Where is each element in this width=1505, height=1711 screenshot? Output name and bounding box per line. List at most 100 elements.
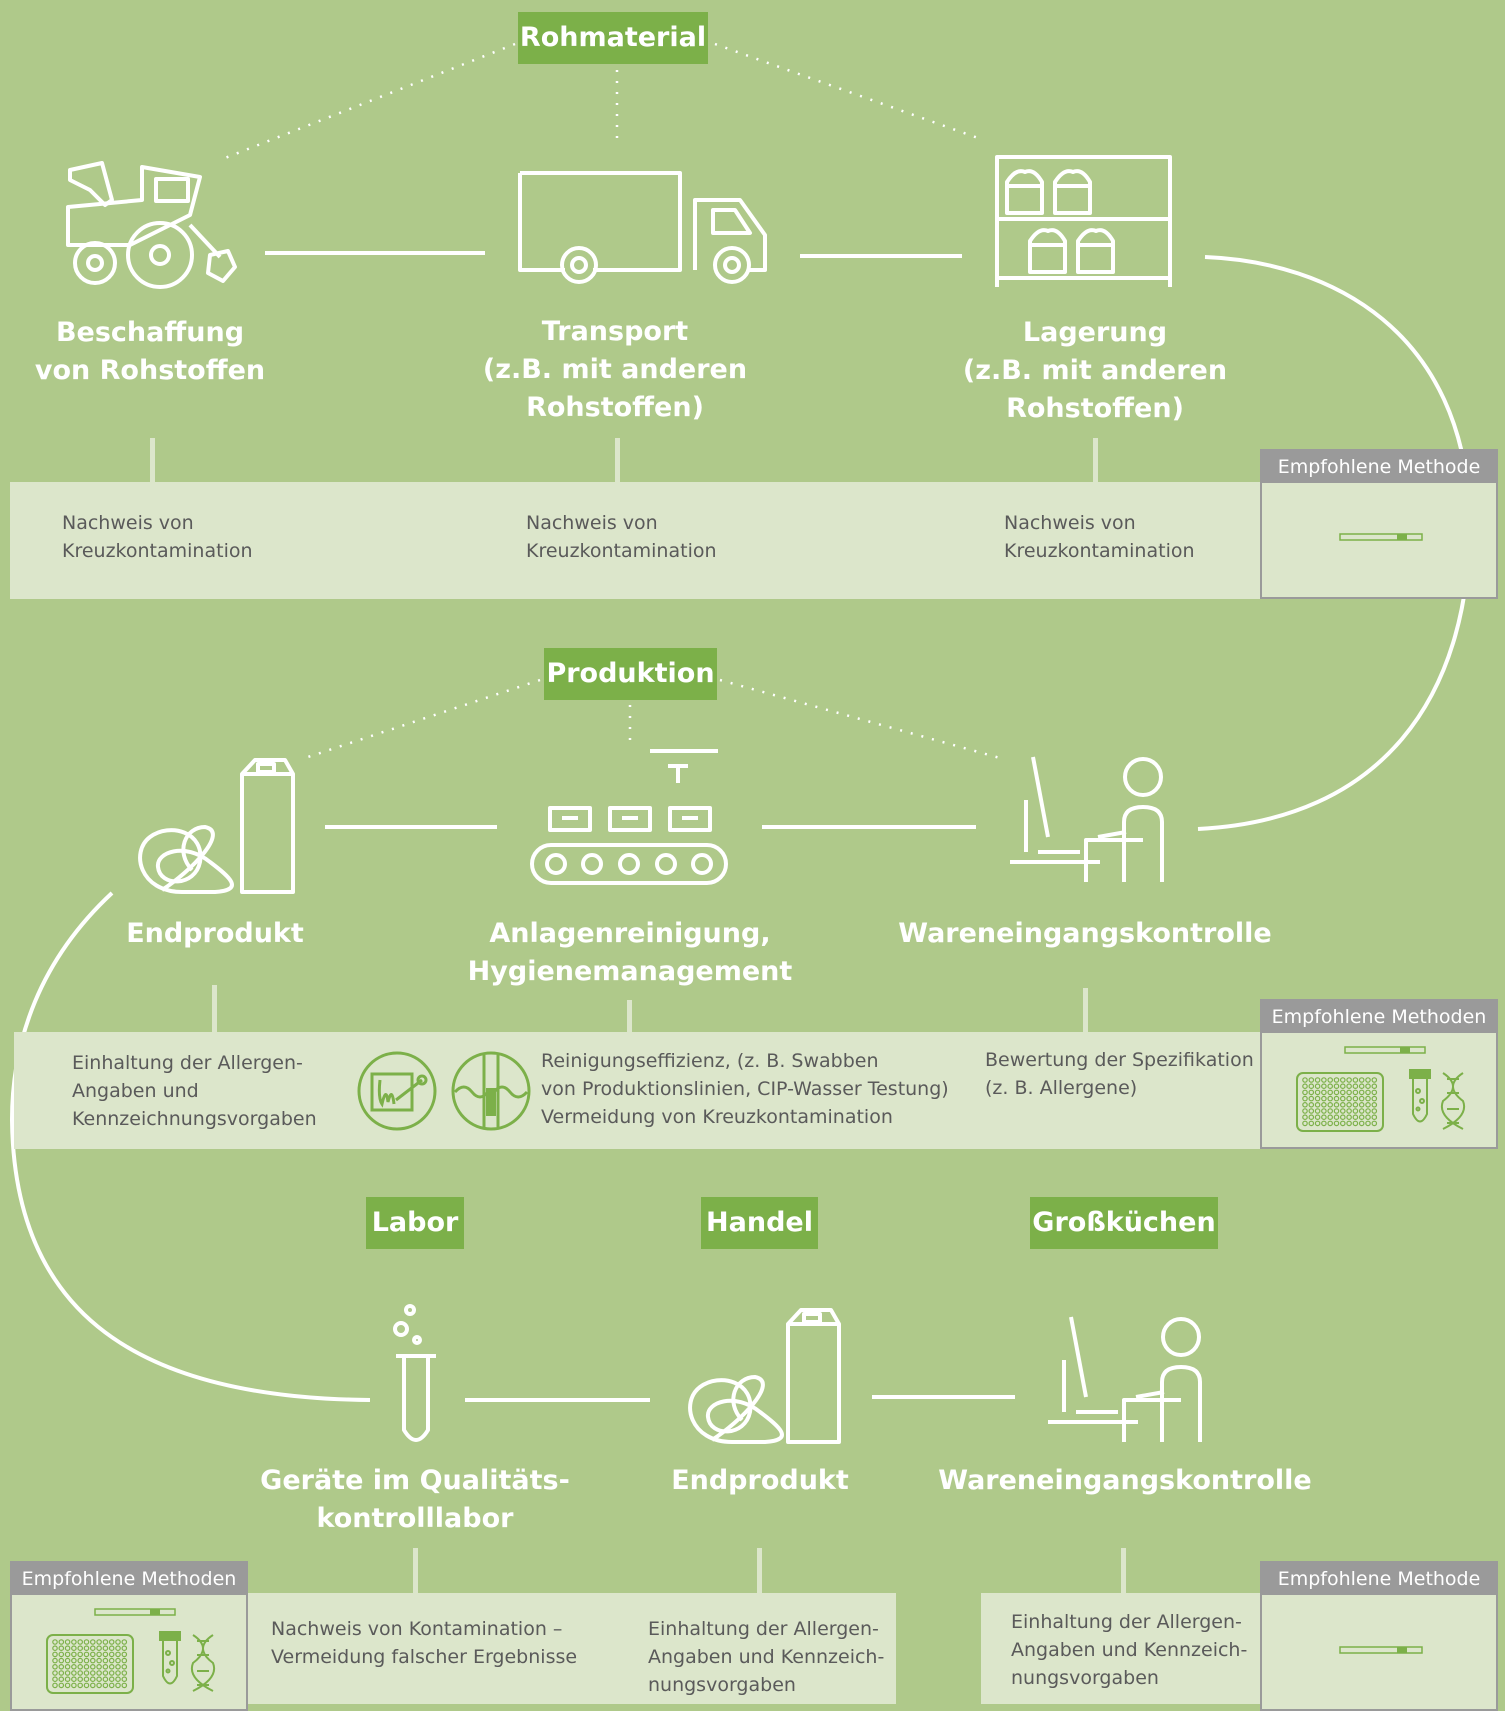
plate-well bbox=[96, 1651, 102, 1658]
plate-well bbox=[89, 1639, 96, 1645]
plate-well bbox=[71, 1651, 77, 1658]
plate-well bbox=[64, 1651, 71, 1658]
plate-well bbox=[52, 1651, 58, 1658]
plate-well bbox=[1358, 1089, 1365, 1096]
plate-well bbox=[1358, 1114, 1365, 1121]
plate-well bbox=[1352, 1077, 1359, 1083]
plate-well bbox=[1308, 1089, 1315, 1096]
test-tube-icon bbox=[159, 1631, 181, 1685]
plate-well bbox=[83, 1682, 90, 1689]
plate-well bbox=[1308, 1108, 1315, 1114]
plate-well bbox=[1314, 1083, 1321, 1090]
plate-well bbox=[115, 1663, 121, 1670]
plate-well bbox=[89, 1682, 96, 1689]
connector-line bbox=[757, 1548, 762, 1593]
plate-well bbox=[83, 1663, 90, 1670]
plate-well bbox=[1339, 1089, 1346, 1096]
plate-well bbox=[71, 1639, 77, 1645]
plate-well bbox=[1314, 1114, 1321, 1121]
note-transport: Nachweis von Kreuzkontamination bbox=[526, 512, 717, 562]
plate-well bbox=[1358, 1083, 1365, 1090]
plate-well bbox=[1333, 1108, 1340, 1114]
plate-well bbox=[1346, 1101, 1352, 1108]
lateral-flow-strip-icon bbox=[1339, 1646, 1423, 1654]
dotted-link bbox=[304, 678, 541, 760]
plate-well bbox=[96, 1645, 102, 1652]
method-box-row3-right: Empfohlene Methode bbox=[1260, 1561, 1498, 1711]
plate-well bbox=[121, 1663, 128, 1670]
plate-well bbox=[1346, 1108, 1352, 1114]
plate-well bbox=[1327, 1095, 1334, 1102]
stage-title-transport: Transport (z.B. mit anderen Rohstoffen) bbox=[482, 316, 748, 423]
lateral-flow-strip-icon bbox=[94, 1608, 176, 1616]
plate-well bbox=[52, 1657, 58, 1664]
swab-test-icon bbox=[357, 1051, 437, 1131]
plate-well bbox=[1365, 1083, 1371, 1090]
plate-well bbox=[1352, 1114, 1359, 1121]
plate-well bbox=[1346, 1114, 1352, 1121]
dotted-link bbox=[719, 678, 1001, 760]
plate-well bbox=[1308, 1077, 1315, 1083]
dotted-link bbox=[219, 42, 516, 162]
section-label-labor: Labor bbox=[366, 1197, 464, 1249]
plate-well bbox=[115, 1639, 121, 1645]
plate-well bbox=[1327, 1077, 1334, 1083]
plate-well bbox=[1365, 1120, 1371, 1127]
elisa-plate-icon bbox=[1296, 1072, 1384, 1132]
plate-well bbox=[71, 1676, 77, 1683]
conveyor-belt-icon bbox=[530, 749, 728, 885]
plate-well bbox=[1339, 1083, 1346, 1090]
plate-well bbox=[96, 1657, 102, 1664]
plate-well bbox=[1346, 1083, 1352, 1090]
plate-well bbox=[77, 1657, 84, 1664]
test-tube-bubbles-icon bbox=[393, 1304, 436, 1442]
plate-well bbox=[1371, 1120, 1378, 1127]
plate-well bbox=[115, 1651, 121, 1658]
plate-well bbox=[83, 1645, 90, 1652]
plate-well bbox=[58, 1670, 65, 1676]
plate-well bbox=[1365, 1114, 1371, 1121]
stage-title-beschaffung: Beschaffung von Rohstoffen bbox=[34, 317, 266, 386]
plate-well bbox=[1365, 1077, 1371, 1083]
plate-well bbox=[77, 1639, 84, 1645]
plate-well bbox=[1352, 1108, 1359, 1114]
plate-well bbox=[1302, 1114, 1308, 1121]
plate-well bbox=[1352, 1095, 1359, 1102]
plate-well bbox=[1302, 1095, 1308, 1102]
connector-line bbox=[1083, 988, 1088, 1032]
plate-well bbox=[1371, 1114, 1378, 1121]
plate-well bbox=[1371, 1101, 1378, 1108]
plate-well bbox=[108, 1639, 115, 1645]
plate-well bbox=[1358, 1077, 1365, 1083]
plate-well bbox=[58, 1682, 65, 1689]
plate-well bbox=[77, 1670, 84, 1676]
plate-well bbox=[1321, 1089, 1327, 1096]
plate-well bbox=[52, 1676, 58, 1683]
plate-well bbox=[71, 1657, 77, 1664]
plate-well bbox=[121, 1639, 128, 1645]
plate-well bbox=[1346, 1077, 1352, 1083]
plate-well bbox=[108, 1670, 115, 1676]
plate-well bbox=[64, 1663, 71, 1670]
plate-well bbox=[52, 1682, 58, 1689]
plate-well bbox=[89, 1670, 96, 1676]
plate-well bbox=[121, 1645, 128, 1652]
plate-well bbox=[1327, 1120, 1334, 1127]
plate-well bbox=[1327, 1089, 1334, 1096]
plate-well bbox=[96, 1639, 102, 1645]
info-band-row3-middle bbox=[248, 1593, 896, 1704]
plate-well bbox=[1333, 1095, 1340, 1102]
plate-well bbox=[1327, 1101, 1334, 1108]
plate-well bbox=[71, 1645, 77, 1652]
plate-well bbox=[1358, 1120, 1365, 1127]
plate-well bbox=[1339, 1120, 1346, 1127]
plate-well bbox=[77, 1651, 84, 1658]
method-header: Empfohlene Methoden bbox=[1262, 1001, 1496, 1033]
plate-well bbox=[121, 1676, 128, 1683]
dotted-link bbox=[714, 42, 979, 140]
plate-well bbox=[64, 1676, 71, 1683]
plate-well bbox=[1314, 1089, 1321, 1096]
plate-well bbox=[1371, 1077, 1378, 1083]
elisa-plate-icon bbox=[46, 1634, 134, 1694]
note-endprodukt-handel: Einhaltung der Allergen- Angaben und Ken… bbox=[648, 1618, 885, 1696]
